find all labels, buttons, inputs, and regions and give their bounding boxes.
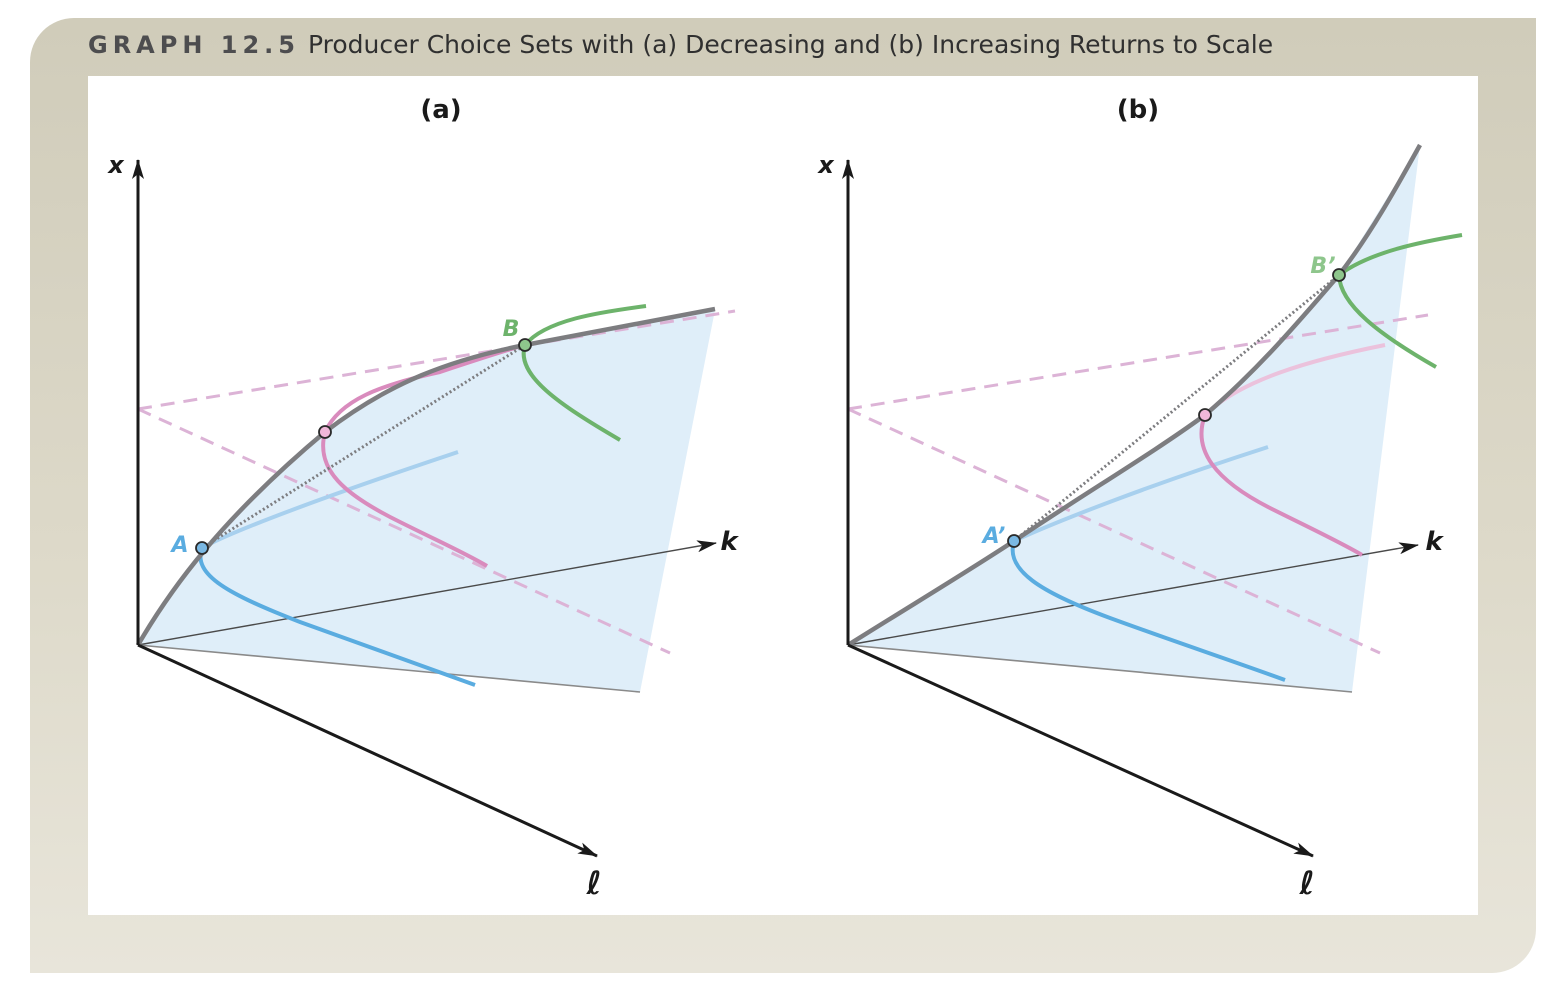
panel-b: (b) x k ℓ A’ B’ xyxy=(817,95,1463,902)
k-axis-b xyxy=(847,542,1419,646)
tangent-line-upper-a xyxy=(137,309,736,411)
surface-edge-a xyxy=(137,644,641,693)
k-axis-a xyxy=(137,540,717,646)
l-axis-b xyxy=(847,643,1314,858)
l-axis-a xyxy=(137,643,598,858)
isoquant-green-a xyxy=(523,304,647,347)
graph-title: Producer Choice Sets with (a) Decreasing… xyxy=(308,30,1274,59)
k-axis-label-a: k xyxy=(720,527,739,557)
x-axis-label-a: x xyxy=(107,151,125,179)
l-axis-label-b: ℓ xyxy=(1298,864,1314,902)
point-midpoint-b xyxy=(1198,408,1212,422)
isoquant-green-b xyxy=(1337,233,1463,277)
graph-number: GRAPH 12.5 xyxy=(88,31,300,59)
tangent-line-upper-b xyxy=(847,313,1429,411)
l-axis-label-a: ℓ xyxy=(585,864,601,902)
isoquant-blue-front-b xyxy=(1010,540,1286,682)
panel-a: (a) x k ℓ A B xyxy=(107,95,739,902)
point-midpoint-a xyxy=(318,425,332,439)
point-b-prime-label: B’ xyxy=(1310,254,1335,279)
figure-caption: GRAPH 12.5 Producer Choice Sets with (a)… xyxy=(88,30,1273,66)
isoquant-pink-front-b xyxy=(1199,414,1364,557)
tangent-line-lower-b xyxy=(847,407,1381,655)
x-axis-label-b: x xyxy=(817,151,835,179)
production-set-fill-a xyxy=(138,310,715,692)
k-axis-label-b: k xyxy=(1425,527,1444,557)
isoquant-blue-front-a xyxy=(198,547,476,687)
surface-edge-b xyxy=(847,644,1353,693)
point-a-prime-label: A’ xyxy=(981,524,1006,549)
ray-a-to-b xyxy=(201,343,526,550)
production-set-fill-b xyxy=(848,145,1420,692)
point-a-prime xyxy=(1007,534,1021,548)
point-b-label: B xyxy=(503,317,520,342)
isoquant-green-front-a xyxy=(521,344,622,442)
isoquant-pink-front-a xyxy=(321,431,489,568)
point-a xyxy=(195,541,209,555)
tangent-line-lower-a xyxy=(137,407,671,655)
isoquant-blue-b xyxy=(1013,445,1269,543)
isoquant-green-front-b xyxy=(1337,274,1437,369)
point-a-label: A xyxy=(169,533,188,558)
point-b-prime xyxy=(1332,268,1346,282)
point-b xyxy=(518,338,532,352)
panel-b-title: (b) xyxy=(1117,95,1159,125)
panel-a-title: (a) xyxy=(420,95,461,125)
